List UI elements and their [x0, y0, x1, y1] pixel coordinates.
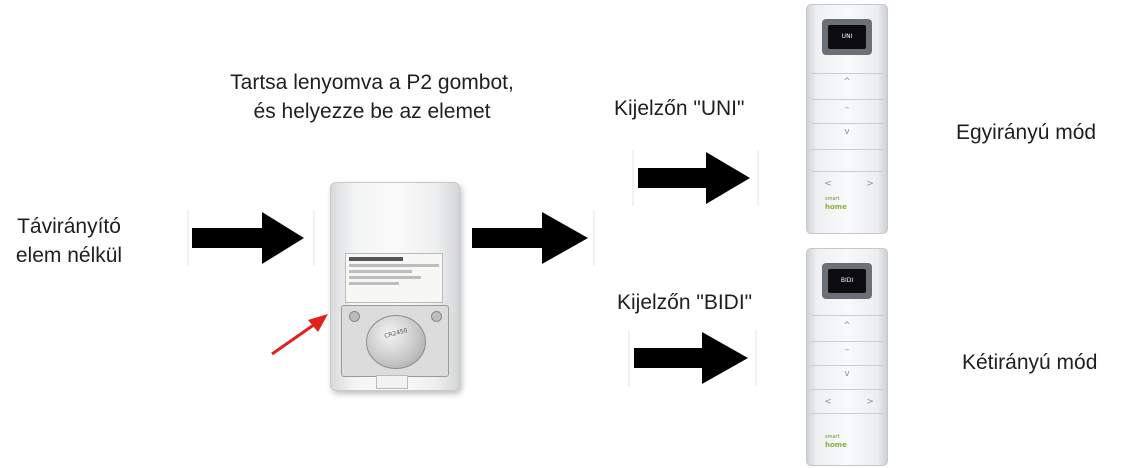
stop-key: –	[844, 103, 850, 113]
label-mode-bidirectional: Kétirányú mód	[962, 351, 1098, 374]
remote-display-text: UNI	[828, 25, 866, 49]
remote-back-with-battery-image: CR2450	[330, 182, 460, 391]
right-arrow-icon	[632, 150, 760, 206]
down-key: v	[844, 369, 850, 379]
remote-display: BIDI	[822, 263, 872, 299]
label-remote-without-battery: Távirányító elem nélkül	[15, 215, 123, 267]
remote-display-text: BIDI	[828, 269, 866, 293]
smart-home-logo: smart home	[825, 434, 847, 449]
remote-uni-image: UNI ^ – v < > smart home	[806, 4, 888, 234]
label-instruction: Tartsa lenyomva a P2 gombot, és helyezze…	[230, 71, 514, 123]
stop-key: –	[844, 345, 850, 355]
smart-home-logo: smart home	[825, 196, 847, 211]
left-key: <	[824, 179, 832, 189]
right-arrow-icon	[628, 330, 760, 386]
red-pointer-arrow-icon	[268, 310, 332, 363]
remote-bidi-image: BIDI ^ – v < > smart home	[806, 248, 888, 466]
right-arrow-icon	[466, 210, 598, 266]
remote-label-sticker	[345, 253, 443, 303]
label-mode-unidirectional: Egyirányú mód	[956, 121, 1097, 144]
right-arrow-icon	[186, 210, 318, 266]
label-display-bidi: Kijelzőn "BIDI"	[617, 291, 753, 314]
down-key: v	[844, 127, 850, 137]
left-key: <	[824, 397, 832, 407]
right-key: >	[866, 179, 874, 189]
coin-battery: CR2450	[366, 315, 426, 369]
remote-display: UNI	[822, 19, 872, 55]
coin-battery-label: CR2450	[383, 327, 409, 340]
right-key: >	[866, 397, 874, 407]
up-key: ^	[843, 321, 851, 331]
label-display-uni: Kijelzőn "UNI"	[614, 97, 745, 120]
up-key: ^	[843, 77, 851, 87]
